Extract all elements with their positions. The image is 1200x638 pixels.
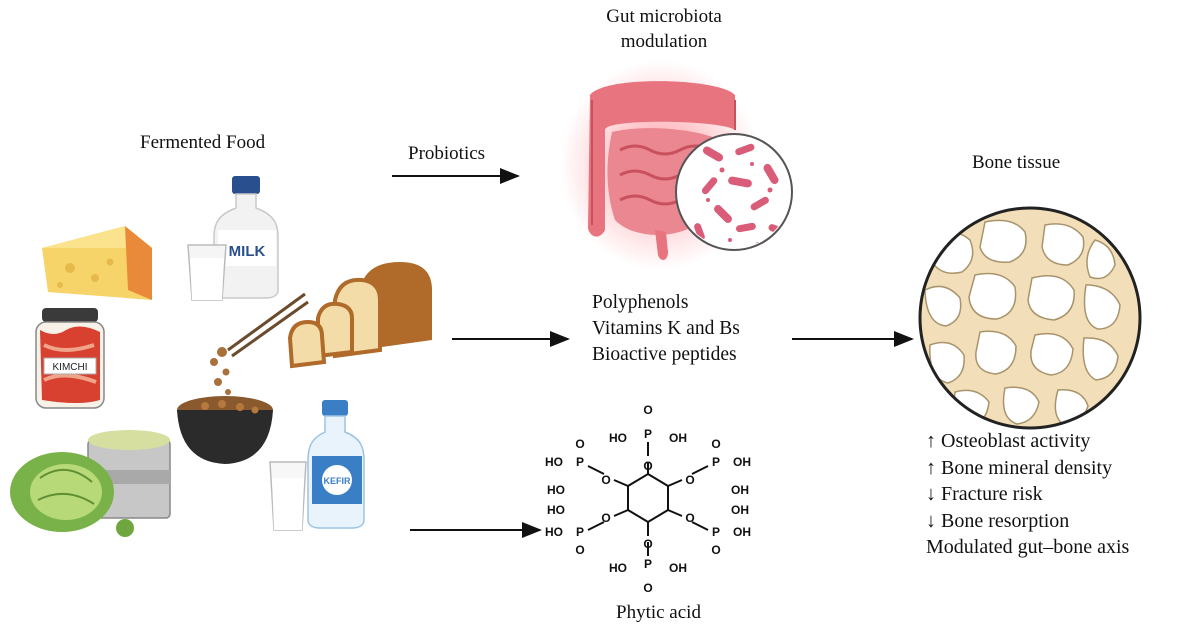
bread-loaf-icon	[287, 262, 432, 369]
phytic-oh: OH	[733, 455, 751, 469]
outcome-item: ↑ Osteoblast activity	[926, 430, 1091, 452]
phytic-o: O	[643, 581, 652, 595]
phytic-p: P	[644, 427, 652, 441]
phytic-o: O	[601, 473, 610, 487]
phytic-o: O	[685, 511, 694, 525]
milk-bottle-icon: MILK	[213, 176, 279, 299]
compound-item: Polyphenols	[592, 292, 689, 313]
natto-bowl-icon	[177, 292, 309, 464]
outcome-item: ↓ Bone resorption	[926, 509, 1070, 532]
phytic-p: P	[644, 557, 652, 571]
bioactive-compounds-list: Polyphenols Vitamins K and Bs Bioactive …	[592, 290, 740, 368]
kefir-bottle-icon: KEFIR	[307, 400, 365, 529]
phytic-ho: HO	[609, 561, 627, 575]
phytic-acid-structure: O P O HO OH O P O HO OH O P OH O OH O P …	[545, 403, 751, 595]
phytic-p: P	[712, 455, 720, 469]
phytic-o: O	[685, 473, 694, 487]
phytic-ho: HO	[547, 503, 565, 517]
compound-item: Bioactive peptides	[592, 344, 737, 365]
phytic-o: O	[711, 437, 720, 451]
cabbage-icon	[10, 452, 134, 537]
phytic-ho: HO	[609, 431, 627, 445]
bone-outcomes-list: ↑ Osteoblast activity ↑ Bone mineral den…	[926, 428, 1129, 561]
bone-tissue-title: Bone tissue	[972, 152, 1061, 173]
phytic-oh: OH	[733, 525, 751, 539]
outcome-item: ↓ Fracture risk	[926, 483, 1043, 505]
phytic-o: O	[711, 543, 720, 557]
phytic-ho: HO	[547, 483, 565, 497]
phytic-ho: HO	[545, 525, 563, 539]
phytic-p: P	[576, 525, 584, 539]
cheese-icon	[42, 226, 152, 300]
phytic-oh: OH	[669, 561, 687, 575]
phytic-oh: OH	[669, 431, 687, 445]
kimchi-label-text: KIMCHI	[53, 362, 88, 373]
fermented-food-title: Fermented Food	[140, 132, 266, 153]
milk-glass-icon	[187, 244, 227, 301]
phytic-p: P	[576, 455, 584, 469]
kefir-label-text: KEFIR	[324, 476, 352, 486]
phytic-oh: OH	[731, 503, 749, 517]
gut-title-line1: Gut microbiota	[606, 6, 722, 27]
phytic-o: O	[643, 537, 652, 551]
phytic-oh: OH	[731, 483, 749, 497]
gut-microbiota-title: Gut microbiota modulation	[586, 6, 742, 53]
bacteria-magnified-icon	[675, 133, 793, 251]
bone-tissue-illustration	[918, 206, 1142, 430]
kefir-glass-icon	[269, 461, 307, 531]
outcome-item: Modulated gut–bone axis	[926, 536, 1130, 558]
gut-title-line2: modulation	[620, 31, 708, 52]
phytic-o: O	[575, 437, 584, 451]
compound-item: Vitamins K and Bs	[592, 318, 740, 339]
kimchi-jar-icon: KIMCHI	[35, 308, 105, 409]
milk-label-text: MILK	[229, 243, 266, 260]
outcome-item: ↑ Bone mineral density	[926, 456, 1113, 479]
phytic-o: O	[575, 543, 584, 557]
probiotics-label: Probiotics	[408, 143, 486, 164]
phytic-acid-label: Phytic acid	[616, 602, 701, 623]
phytic-o: O	[601, 511, 610, 525]
phytic-o: O	[643, 459, 652, 473]
phytic-p: P	[712, 525, 720, 539]
phytic-ho: HO	[545, 455, 563, 469]
phytic-o: O	[643, 403, 652, 417]
